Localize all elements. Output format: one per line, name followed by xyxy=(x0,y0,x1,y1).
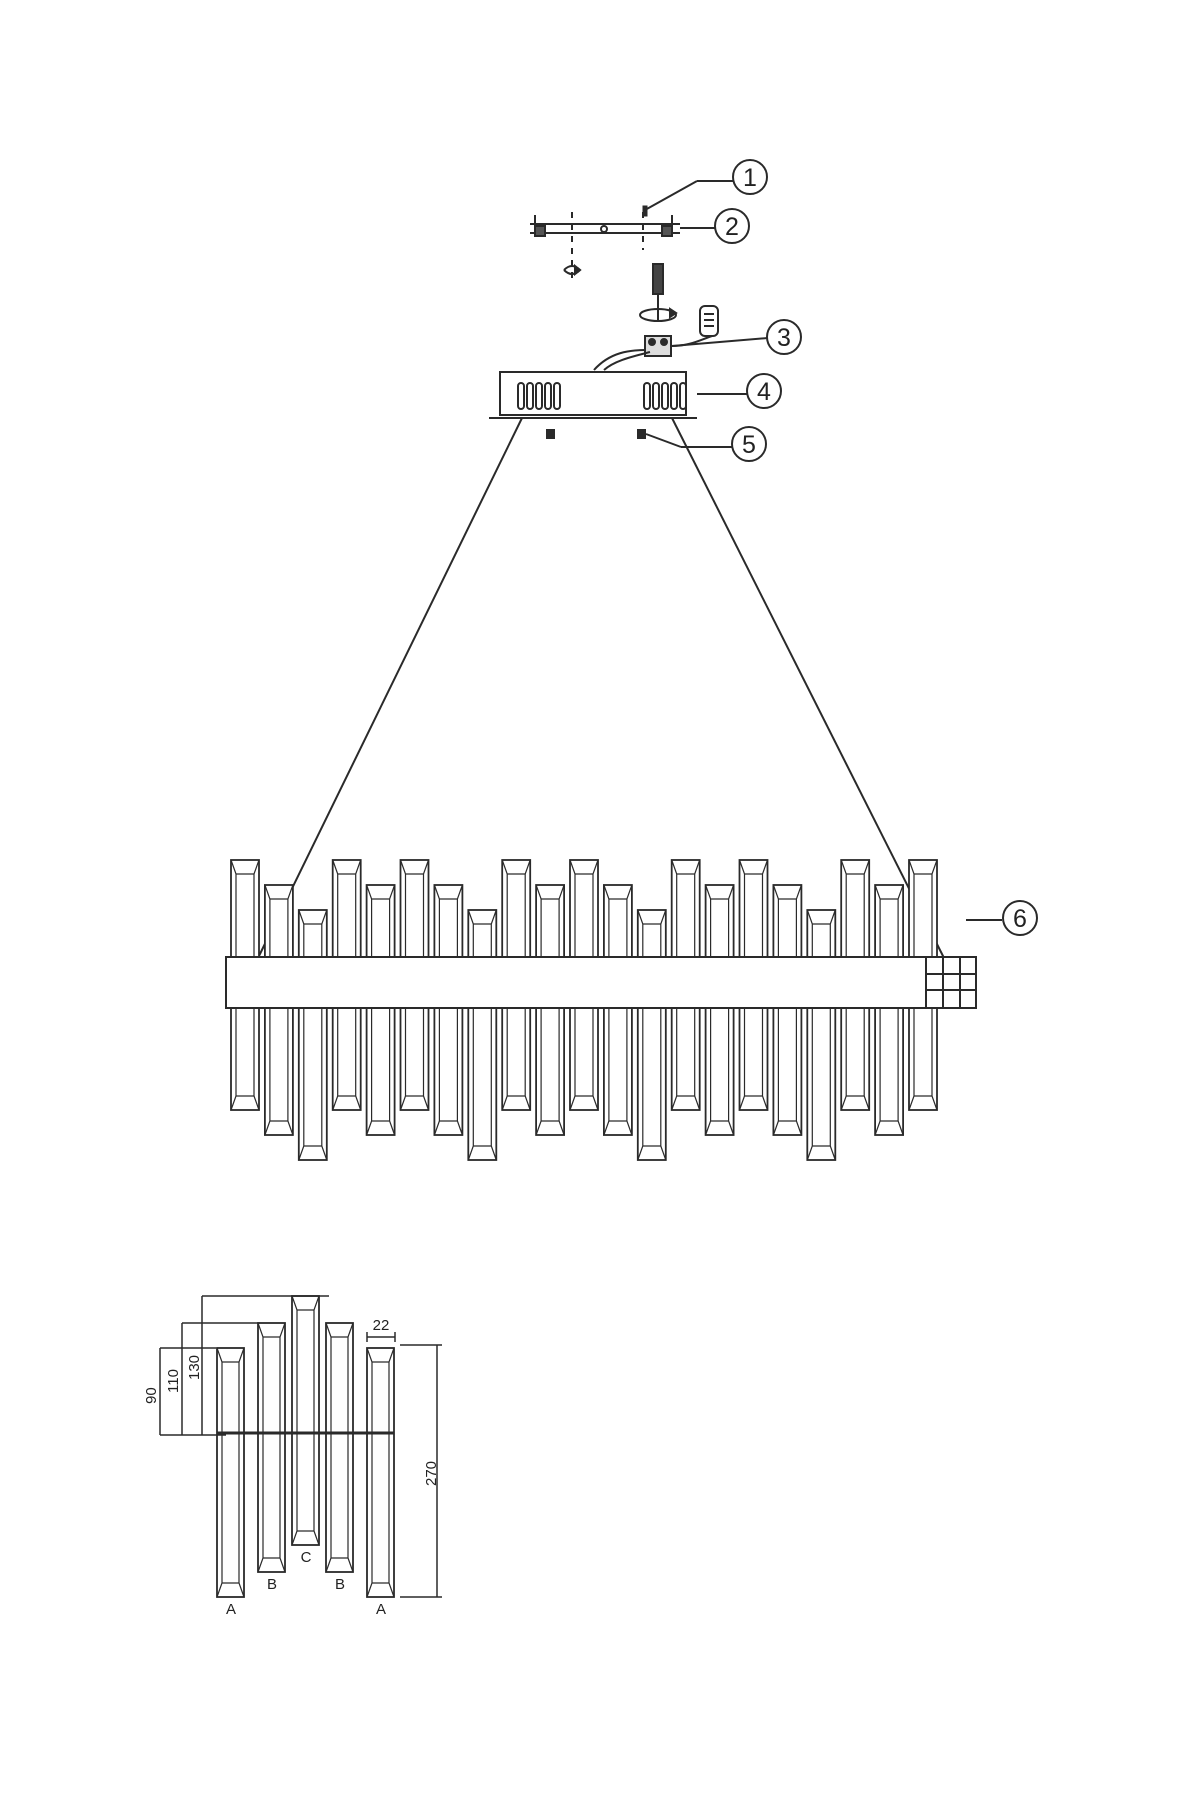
detail-rod-type-label: C xyxy=(301,1549,312,1566)
dimension-labels: 90 110 130 22 270 xyxy=(143,1317,440,1486)
detail-rod-c-3 xyxy=(291,1295,320,1546)
detail-rod-type-label: A xyxy=(376,1601,386,1618)
canopy-box xyxy=(489,371,697,419)
suspension-cables xyxy=(257,417,945,959)
dim-rod-width: 22 xyxy=(373,1317,390,1334)
crystal-rod-10 xyxy=(535,884,565,1136)
detail-rod-type-label: B xyxy=(335,1576,345,1593)
dim-rod-length: 270 xyxy=(423,1461,440,1486)
light-bar-frame xyxy=(225,956,977,1009)
callout-leaders xyxy=(644,180,1002,921)
callout-4-label: 4 xyxy=(757,378,771,406)
callout-3: 3 xyxy=(766,319,802,355)
detail-rod-b-4 xyxy=(325,1322,354,1573)
crystal-rods-front-row xyxy=(230,859,938,1161)
screwdriver-icon xyxy=(639,263,678,322)
crystal-rod-2 xyxy=(263,884,294,1136)
callout-2: 2 xyxy=(714,208,750,244)
detail-rod-type-label: B xyxy=(267,1576,277,1593)
crystal-rod-17 xyxy=(772,884,803,1136)
crystal-rod-3 xyxy=(297,909,328,1161)
callout-5: 5 xyxy=(731,426,767,462)
crystal-rod-7 xyxy=(433,884,464,1136)
crystal-rod-13 xyxy=(636,909,667,1161)
terminal-block-icon xyxy=(593,305,719,371)
canopy-vent-left xyxy=(517,382,561,410)
detail-rod-a-5 xyxy=(366,1347,395,1598)
callout-4: 4 xyxy=(746,373,782,409)
canopy-vent-right xyxy=(643,382,687,410)
callout-5-label: 5 xyxy=(742,431,756,459)
crystal-rod-5 xyxy=(365,884,396,1136)
dimension-lines xyxy=(159,1295,442,1598)
rod-detail-view: A B C B A xyxy=(216,1295,395,1618)
callout-3-label: 3 xyxy=(777,324,791,352)
detail-rod-type-label: A xyxy=(226,1601,236,1618)
crystal-rod-12 xyxy=(603,884,633,1136)
callout-1-label: 1 xyxy=(743,164,757,192)
crystal-rod-18 xyxy=(806,909,837,1161)
crystal-rod-20 xyxy=(874,884,904,1136)
mounting-screw-icon xyxy=(642,205,648,217)
crystal-rod-8 xyxy=(467,909,498,1161)
crystal-rod-15 xyxy=(704,884,735,1136)
detail-rod-a-1 xyxy=(216,1347,245,1598)
detail-rod-b-2 xyxy=(257,1322,286,1573)
cable-grips xyxy=(546,429,646,439)
dim-top-offset-b: 110 xyxy=(165,1369,182,1393)
callout-2-label: 2 xyxy=(725,213,739,241)
ceiling-mounting-plate xyxy=(530,212,680,284)
callout-6: 6 xyxy=(1002,900,1038,936)
dim-top-offset-c: 130 xyxy=(186,1355,203,1380)
dim-top-offset-a: 90 xyxy=(143,1387,160,1404)
callout-1: 1 xyxy=(732,159,768,195)
callout-6-label: 6 xyxy=(1013,905,1027,933)
